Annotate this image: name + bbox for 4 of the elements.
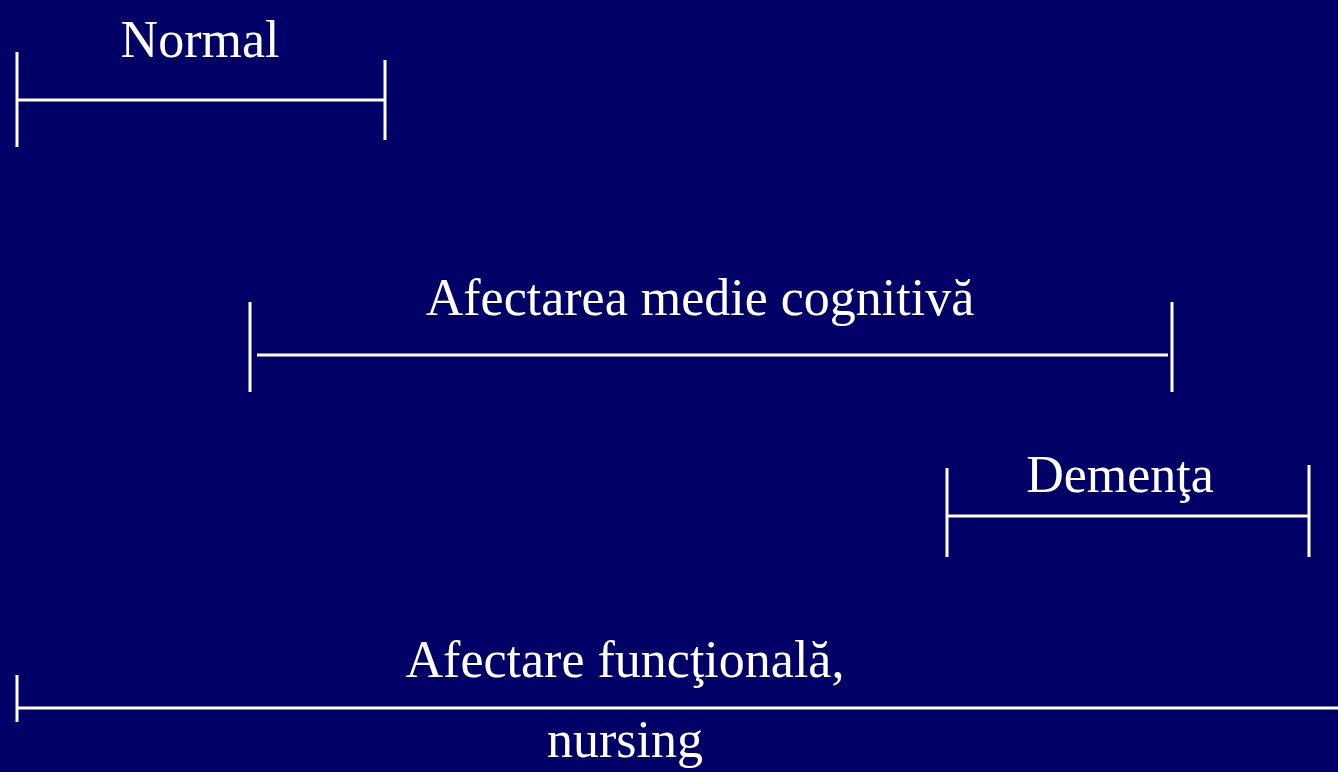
range-label: Demenţa [1025,445,1215,505]
range-label: Afectarea medie cognitivă [424,268,976,328]
range-label: Normal [119,10,281,70]
range-label: Afectare funcţională, nursing [404,630,846,770]
